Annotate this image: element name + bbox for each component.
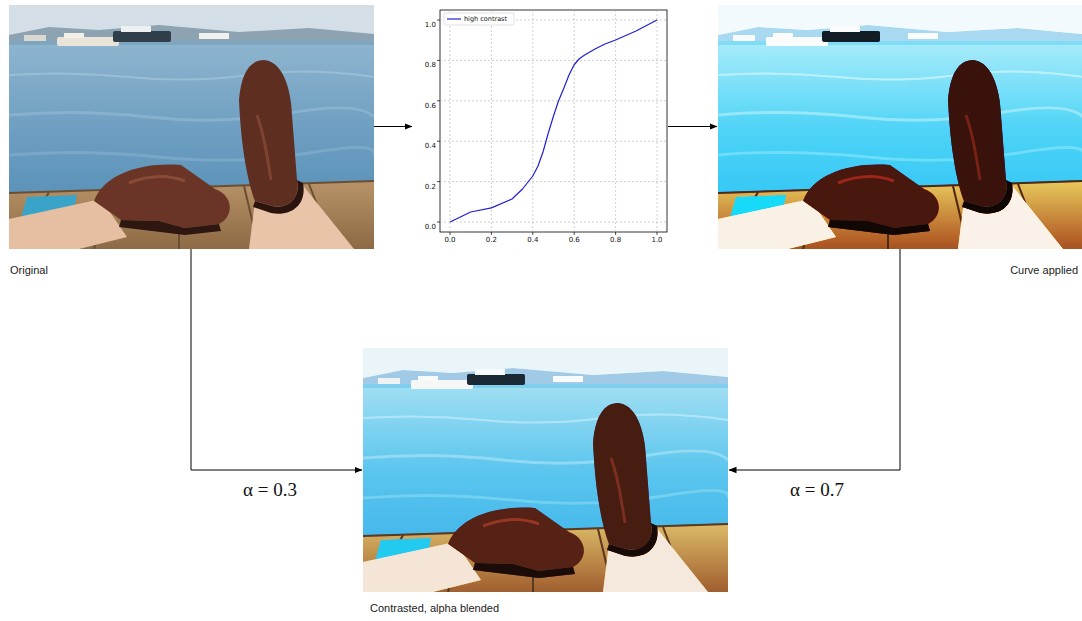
axis-tick: 0.6 [569, 236, 580, 244]
axis-tick: 0.2 [425, 183, 436, 191]
image-caption: Original [10, 264, 48, 276]
flow-arrow [374, 126, 412, 127]
axis-tick: 0.0 [425, 223, 436, 231]
alpha-label: α = 0.7 [788, 479, 846, 501]
curve-plot: 1.0 0.8 0.6 0.4 0.2 0.0 0.0 0.2 0.4 0.6 0.8 1.0 [413, 5, 668, 248]
flow-arrow [668, 126, 717, 127]
photo-frame: Contrasted, alpha blended [363, 348, 728, 592]
photo-frame: Curve applied [718, 5, 1081, 249]
flow-arrow [191, 249, 362, 470]
alpha-label: α = 0.3 [241, 479, 299, 501]
image-caption: Curve applied [1010, 264, 1078, 276]
flow-arrow [729, 249, 900, 470]
image-caption: Contrasted, alpha blended [370, 602, 499, 614]
axis-tick: 1.0 [425, 21, 436, 29]
axis-tick: 0.0 [444, 236, 455, 244]
axis-tick: 0.8 [610, 236, 621, 244]
axis-tick: 0.8 [425, 61, 436, 69]
axis-tick: 0.4 [527, 236, 538, 244]
axis-tick: 0.4 [425, 142, 436, 150]
axis-tick: 0.6 [425, 102, 436, 110]
legend-label: high contrast [464, 15, 507, 23]
axis-tick: 0.2 [486, 236, 497, 244]
axis-tick: 1.0 [651, 236, 662, 244]
photo-frame: Original [9, 5, 374, 249]
